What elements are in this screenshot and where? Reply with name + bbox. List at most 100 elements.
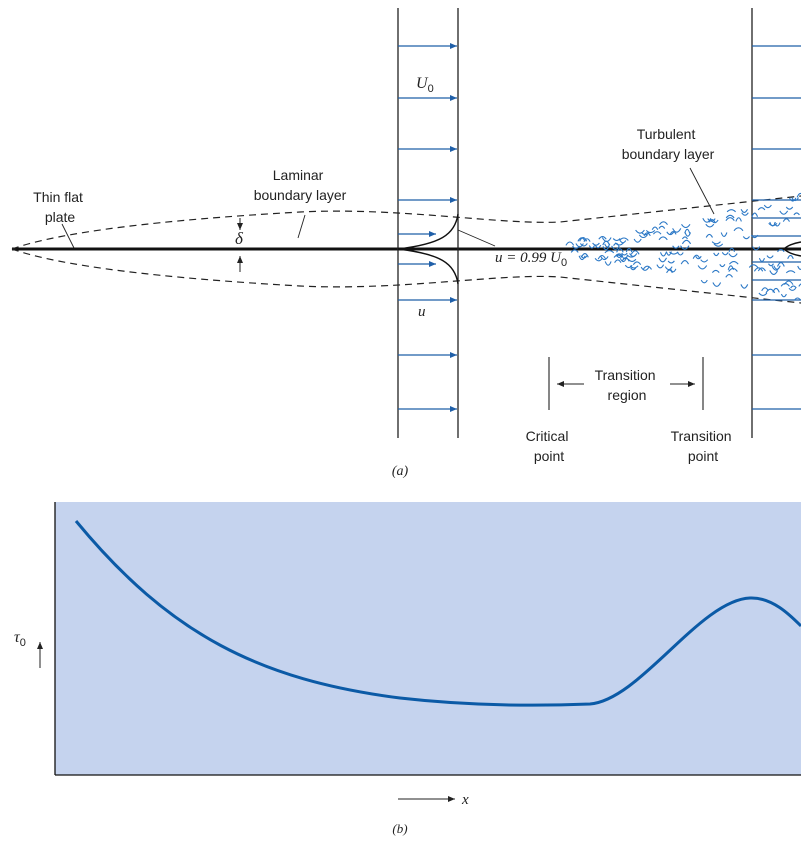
- eddy-mark: [619, 237, 629, 241]
- eddy-mark: [665, 251, 672, 256]
- eddy-mark: [616, 248, 624, 253]
- eddy-mark: [727, 265, 735, 270]
- critical-point-label: Critical point: [526, 428, 573, 464]
- eddy-mark: [733, 227, 744, 232]
- eddy-mark: [588, 245, 595, 249]
- eddy-mark: [658, 236, 668, 241]
- eddy-mark: [580, 253, 589, 258]
- eddy-mark: [684, 232, 692, 237]
- eddy-mark: [614, 259, 622, 263]
- eddy-mark: [669, 231, 677, 235]
- eddy-mark: [681, 239, 692, 245]
- turbulent-eddies: [565, 192, 801, 301]
- eddy-mark: [659, 252, 667, 257]
- eddy-mark: [712, 282, 722, 287]
- eddy-mark: [669, 251, 679, 255]
- eddy-mark: [766, 255, 774, 259]
- eddy-mark: [652, 231, 662, 235]
- freestream-arrows-laminar: [398, 43, 457, 412]
- eddy-mark: [796, 192, 801, 198]
- caption-b: (b): [392, 821, 407, 836]
- eddy-mark: [721, 251, 729, 256]
- eddy-mark: [753, 267, 764, 272]
- eddy-mark: [777, 249, 785, 253]
- eddy-mark: [776, 262, 785, 267]
- eddy-mark: [761, 287, 769, 292]
- eddy-mark: [677, 252, 684, 256]
- eddy-mark: [783, 280, 794, 285]
- eddy-mark: [771, 266, 781, 271]
- eddy-mark: [725, 214, 735, 219]
- eddy-mark: [597, 254, 607, 260]
- eddy-mark: [611, 245, 620, 250]
- caption-a: (a): [392, 464, 409, 479]
- eddy-mark: [710, 219, 719, 224]
- eddy-mark: [713, 252, 720, 257]
- eddy-mark: [735, 217, 742, 222]
- eddy-mark: [708, 219, 716, 223]
- eddy-mark: [740, 209, 748, 213]
- eddy-mark: [625, 248, 633, 253]
- eddy-mark: [598, 236, 607, 240]
- eddy-mark: [711, 241, 721, 245]
- eddy-mark: [602, 246, 610, 251]
- edge-condition-leader: [457, 229, 496, 247]
- velocity-label: u: [418, 304, 426, 320]
- eddy-mark: [684, 228, 691, 234]
- eddy-mark: [695, 255, 702, 260]
- eddy-mark: [579, 243, 588, 247]
- edge-condition-label: u = 0.99 U0: [495, 250, 567, 269]
- plate-leader: [61, 223, 75, 249]
- shear-plot-area: [55, 502, 801, 775]
- eddy-mark: [726, 209, 736, 213]
- eddy-mark: [643, 232, 651, 237]
- eddy-mark: [658, 257, 667, 263]
- eddy-mark: [645, 229, 656, 234]
- eddy-mark: [788, 287, 797, 291]
- transition-region-label: Transition region: [595, 367, 660, 403]
- boundary-layer-edge-lower: [11, 248, 801, 304]
- eddy-mark: [578, 255, 586, 261]
- freestream-arrows-turbulent: [752, 45, 801, 410]
- eddy-mark: [757, 267, 766, 272]
- eddy-mark: [780, 293, 787, 298]
- eddy-mark: [782, 218, 790, 222]
- delta-symbol: δ: [235, 229, 244, 248]
- eddy-mark: [594, 257, 603, 262]
- eddy-mark: [791, 197, 799, 202]
- eddy-mark: [672, 245, 680, 249]
- wall-shear-curve: [74, 520, 801, 707]
- eddy-mark: [577, 237, 586, 242]
- eddy-mark: [720, 232, 728, 238]
- eddy-mark: [758, 257, 766, 262]
- eddy-mark: [772, 287, 780, 293]
- transition-point-label: Transition point: [671, 428, 736, 464]
- eddy-mark: [702, 217, 712, 223]
- eddy-mark: [741, 212, 749, 216]
- eddy-mark: [640, 266, 650, 271]
- turbulent-velocity-profile: [783, 241, 801, 257]
- laminar-velocity-profile-upper: [397, 213, 459, 250]
- x-axis-label: x: [461, 792, 469, 808]
- eddy-mark: [667, 260, 675, 264]
- eddy-mark: [740, 284, 749, 289]
- eddy-mark: [619, 258, 627, 263]
- eddy-mark: [600, 256, 609, 261]
- eddy-mark: [621, 252, 628, 256]
- eddy-mark: [666, 269, 673, 274]
- eddy-mark: [619, 240, 627, 244]
- y-axis-label: τ0: [14, 629, 26, 649]
- eddy-mark: [633, 238, 642, 243]
- eddy-mark: [664, 266, 673, 271]
- eddy-mark: [742, 236, 750, 240]
- eddy-mark: [728, 261, 739, 265]
- eddy-mark: [750, 234, 759, 239]
- eddy-mark: [711, 269, 720, 273]
- eddy-mark: [728, 247, 736, 253]
- eddy-mark: [705, 233, 713, 238]
- eddy-mark: [769, 221, 776, 227]
- eddy-mark: [638, 234, 648, 239]
- boundary-layer-edge-upper: [11, 195, 801, 250]
- eddy-mark: [787, 254, 794, 260]
